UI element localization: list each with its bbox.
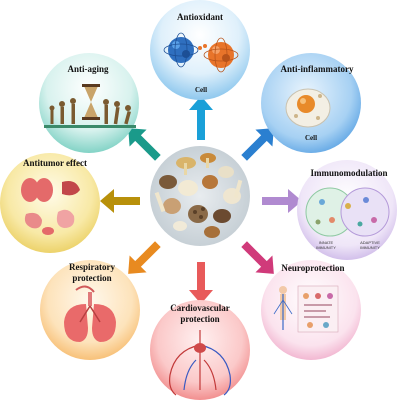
circulatory-system-illustration [169,330,231,396]
svg-text:INNATE: INNATE [319,240,334,245]
atom-illustration [163,32,239,73]
antioxidant-cell-caption: Cell [195,86,207,94]
neuroprotection-title: Neuroprotection [281,263,344,273]
immunomodulation-title: Immunomodulation [310,168,387,178]
mushroom-cluster-image [154,153,243,238]
node-respiratory: Respiratory protection [40,260,140,360]
anti-inflammatory-cell-caption: Cell [305,134,317,142]
arrow-left [100,189,140,213]
organs-illustration [21,178,80,235]
nervous-system-illustration [273,285,339,333]
arrow-down-left [128,241,161,274]
node-antitumor: Antitumor effect [0,153,100,253]
arrow-up-right [241,128,274,161]
svg-text:IMMUNITY: IMMUNITY [360,245,380,250]
respiratory-title-line2: protection [72,273,111,283]
arrows [100,96,302,304]
arrow-right [262,189,302,213]
arrow-up-left [128,128,161,161]
arrow-down-right [241,241,274,274]
node-immunomodulation: Immunomodulation INNATE IMMUNITY ADAPTIV… [297,160,397,260]
svg-text:IMMUNITY: IMMUNITY [316,245,336,250]
lungs-illustration [64,285,116,342]
svg-text:ADAPTIVE: ADAPTIVE [360,240,380,245]
respiratory-title-line1: Respiratory [69,262,115,272]
center-mushroom-circle [150,146,250,246]
anti-aging-title: Anti-aging [67,64,109,74]
arrow-up [189,96,213,140]
antioxidant-title: Antioxidant [177,12,223,22]
node-cardiovascular: Cardiovascular protection [150,300,250,400]
aging-silhouettes-illustration [44,84,136,128]
cell-illustration [285,88,331,128]
cardiovascular-title-line2: protection [180,314,219,324]
cardiovascular-title-line1: Cardiovascular [170,303,230,313]
node-antioxidant: Antioxidant Cell [150,0,250,100]
node-neuroprotection: Neuroprotection [261,260,361,360]
anti-inflammatory-title: Anti-inflammatory [281,64,354,74]
antitumor-title: Antitumor effect [23,158,87,168]
node-anti-aging: Anti-aging [39,53,139,153]
node-anti-inflammatory: Anti-inflammatory Cell [261,53,361,153]
immunity-venn-illustration: INNATE IMMUNITY ADAPTIVE IMMUNITY [305,187,390,250]
arrow-down [189,262,213,304]
